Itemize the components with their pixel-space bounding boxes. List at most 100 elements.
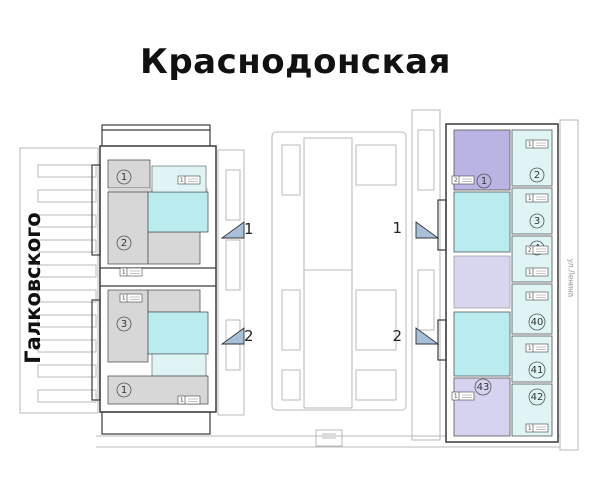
unit-tag: 1 xyxy=(119,293,143,303)
unit-number: 1 xyxy=(121,385,127,396)
unit-number: 43 xyxy=(477,382,490,393)
section-triangle-icon xyxy=(220,221,245,239)
section-marker-label: 1 xyxy=(244,220,254,238)
unit-tag-number: 2 xyxy=(528,247,532,253)
unit-tag-number: 1 xyxy=(528,345,532,351)
unit-tag-box xyxy=(119,293,143,303)
unit-tag-number: 1 xyxy=(528,293,532,299)
street-name-top: Краснодонская xyxy=(140,42,451,82)
unit-tag: 2 xyxy=(525,245,549,255)
unit-tag: 1 xyxy=(525,291,549,301)
right-unit-label: 2 xyxy=(529,167,545,183)
left-unit-label: 3 xyxy=(116,316,132,332)
section-triangle-icon xyxy=(415,221,440,239)
left-unit-label: 2 xyxy=(116,235,132,251)
right-unit-label: 43 xyxy=(474,378,492,396)
section-marker: 1 xyxy=(392,219,440,239)
unit-tag-number: 1 xyxy=(180,177,184,183)
unit-tag-box xyxy=(525,291,549,301)
left-unit-label: 1 xyxy=(116,382,132,398)
unit-number: 42 xyxy=(531,392,544,403)
unit-number: 2 xyxy=(121,238,127,249)
unit-tag-box xyxy=(525,267,549,277)
section-marker: 2 xyxy=(220,327,254,345)
unit-tag-box xyxy=(451,391,475,401)
unit-tag: 1 xyxy=(119,267,143,277)
unit-tag-number: 1 xyxy=(122,269,126,275)
unit-circle xyxy=(528,313,546,331)
left-building xyxy=(91,124,217,435)
left-core-2 xyxy=(147,311,209,355)
right-unit-41 xyxy=(511,335,553,383)
unit-number: 1 xyxy=(481,176,487,187)
section-marker-layer: 1 2 1 2 xyxy=(220,219,440,345)
unit-number: 40 xyxy=(531,317,544,328)
unit-circle xyxy=(474,378,492,396)
left-core-1 xyxy=(147,191,209,233)
unit-tag-box xyxy=(525,423,549,433)
right-core-2 xyxy=(453,311,511,377)
unit-tag-box xyxy=(177,175,201,185)
unit-circle xyxy=(528,361,546,379)
unit-tag: 2 xyxy=(451,175,475,185)
unit-circle xyxy=(116,169,132,185)
section-marker: 2 xyxy=(392,327,440,345)
unit-tag: 1 xyxy=(525,139,549,149)
unit-number: 1 xyxy=(121,172,127,183)
unit-number: 41 xyxy=(531,365,544,376)
left-unit-label: 1 xyxy=(116,169,132,185)
unit-circle xyxy=(116,235,132,251)
unit-tag: 1 xyxy=(525,343,549,353)
right-unit-label: 42 xyxy=(528,388,546,406)
unit-tag-box xyxy=(119,267,143,277)
unit-tag-number: 2 xyxy=(454,177,458,183)
section-marker-label: 1 xyxy=(392,219,402,237)
left-unit-1 xyxy=(107,159,151,189)
section-triangle-icon xyxy=(220,327,245,345)
right-unit-label: 41 xyxy=(528,361,546,379)
unit-tag: 1 xyxy=(177,175,201,185)
right-unit-label: 40 xyxy=(528,313,546,331)
section-marker-label: 2 xyxy=(244,327,254,345)
unit-tag-number: 1 xyxy=(454,393,458,399)
section-triangle-icon xyxy=(415,327,440,345)
unit-tag-number: 1 xyxy=(528,269,532,275)
section-marker-label: 2 xyxy=(392,327,402,345)
unit-tag: 1 xyxy=(451,391,475,401)
unit-tag-box xyxy=(525,245,549,255)
unit-tag-number: 1 xyxy=(180,397,184,403)
unit-tag-number: 1 xyxy=(528,425,532,431)
right-unit-label: 1 xyxy=(476,173,492,189)
right-unit-43 xyxy=(453,377,511,437)
street-name-left: Галковского xyxy=(21,212,45,364)
unit-tag: 1 xyxy=(525,423,549,433)
unit-tag-box xyxy=(525,193,549,203)
unit-circle xyxy=(529,167,545,183)
unit-tag-box xyxy=(177,395,201,405)
unit-circle xyxy=(116,316,132,332)
unit-tag-number: 1 xyxy=(528,141,532,147)
right-unit-2 xyxy=(511,129,553,187)
unit-circle xyxy=(116,382,132,398)
right-core-1 xyxy=(453,191,511,253)
unit-number: 3 xyxy=(121,319,127,330)
unit-tag: 1 xyxy=(177,395,201,405)
unit-tag: 1 xyxy=(525,193,549,203)
unit-tag-number: 1 xyxy=(528,195,532,201)
unit-circle xyxy=(529,213,545,229)
unit-number: 3 xyxy=(534,216,540,227)
unit-tag-box xyxy=(451,175,475,185)
unit-tag-number: 1 xyxy=(122,295,126,301)
unit-circle xyxy=(528,388,546,406)
section-marker: 1 xyxy=(220,220,254,239)
unit-tag-box xyxy=(525,139,549,149)
unit-tag-box xyxy=(525,343,549,353)
left-unit-2 xyxy=(107,191,149,265)
street-name-right: ул.Ленина xyxy=(566,258,576,298)
unit-circle xyxy=(476,173,492,189)
right-unit-label: 3 xyxy=(529,213,545,229)
unit-tag-layer: 1 1 1 1 2 1 1 1 1 1 1 1 2 xyxy=(119,139,549,433)
unit-tag: 1 xyxy=(525,267,549,277)
unit-number: 2 xyxy=(534,170,540,181)
